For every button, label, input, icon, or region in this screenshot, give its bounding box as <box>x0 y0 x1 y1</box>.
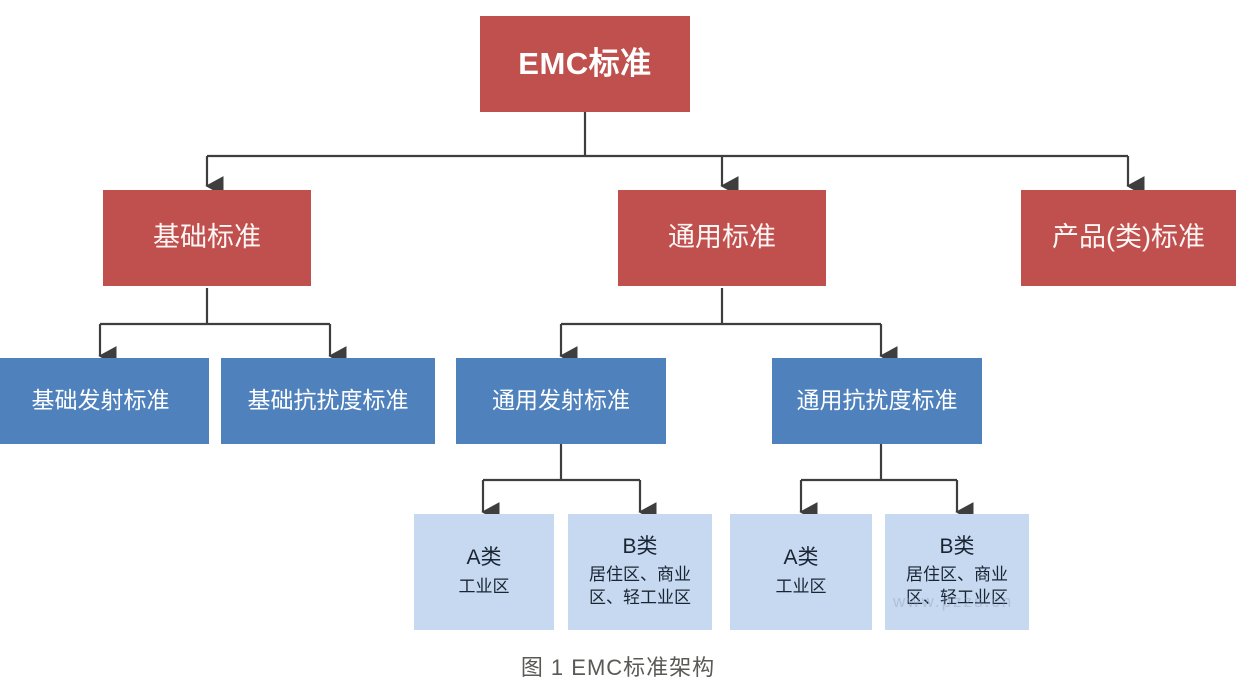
node-class-b-immunity[interactable]: B类 居住区、商业区、轻工业区 <box>885 514 1029 630</box>
node-label: 基础抗扰度标准 <box>247 387 409 414</box>
node-label: 基础发射标准 <box>31 387 170 414</box>
leaf-title: A类 <box>466 545 502 569</box>
node-generic-immunity-standard[interactable]: 通用抗扰度标准 <box>772 358 982 444</box>
node-class-a-immunity[interactable]: A类 工业区 <box>730 514 872 630</box>
leaf-subtitle: 工业区 <box>775 576 827 596</box>
node-class-a-emission[interactable]: A类 工业区 <box>414 514 554 630</box>
leaf-title: A类 <box>783 545 819 569</box>
node-label: 通用发射标准 <box>492 387 630 414</box>
node-basic-standard[interactable]: 基础标准 <box>103 190 311 286</box>
node-class-b-emission[interactable]: B类 居住区、商业区、轻工业区 <box>568 514 712 630</box>
leaf-subtitle: 居住区、商业区、轻工业区 <box>906 565 1008 607</box>
leaf-subtitle: 居住区、商业区、轻工业区 <box>589 565 691 607</box>
node-label: 产品(类)标准 <box>1052 222 1205 253</box>
leaf-title: B类 <box>622 534 658 558</box>
node-basic-immunity-standard[interactable]: 基础抗扰度标准 <box>221 358 435 444</box>
node-label: 通用抗扰度标准 <box>796 387 958 414</box>
node-basic-emission-standard[interactable]: 基础发射标准 <box>0 358 209 444</box>
node-generic-emission-standard[interactable]: 通用发射标准 <box>456 358 666 444</box>
leaf-subtitle: 工业区 <box>458 576 510 596</box>
node-generic-standard[interactable]: 通用标准 <box>618 190 826 286</box>
node-product-standard[interactable]: 产品(类)标准 <box>1021 190 1236 286</box>
node-emc-standard[interactable]: EMC标准 <box>480 16 690 112</box>
node-label: 通用标准 <box>668 222 776 253</box>
node-label: 基础标准 <box>153 222 261 253</box>
leaf-title: B类 <box>939 534 975 558</box>
node-label: EMC标准 <box>518 45 652 81</box>
figure-caption: 图 1 EMC标准架构 <box>520 655 716 680</box>
